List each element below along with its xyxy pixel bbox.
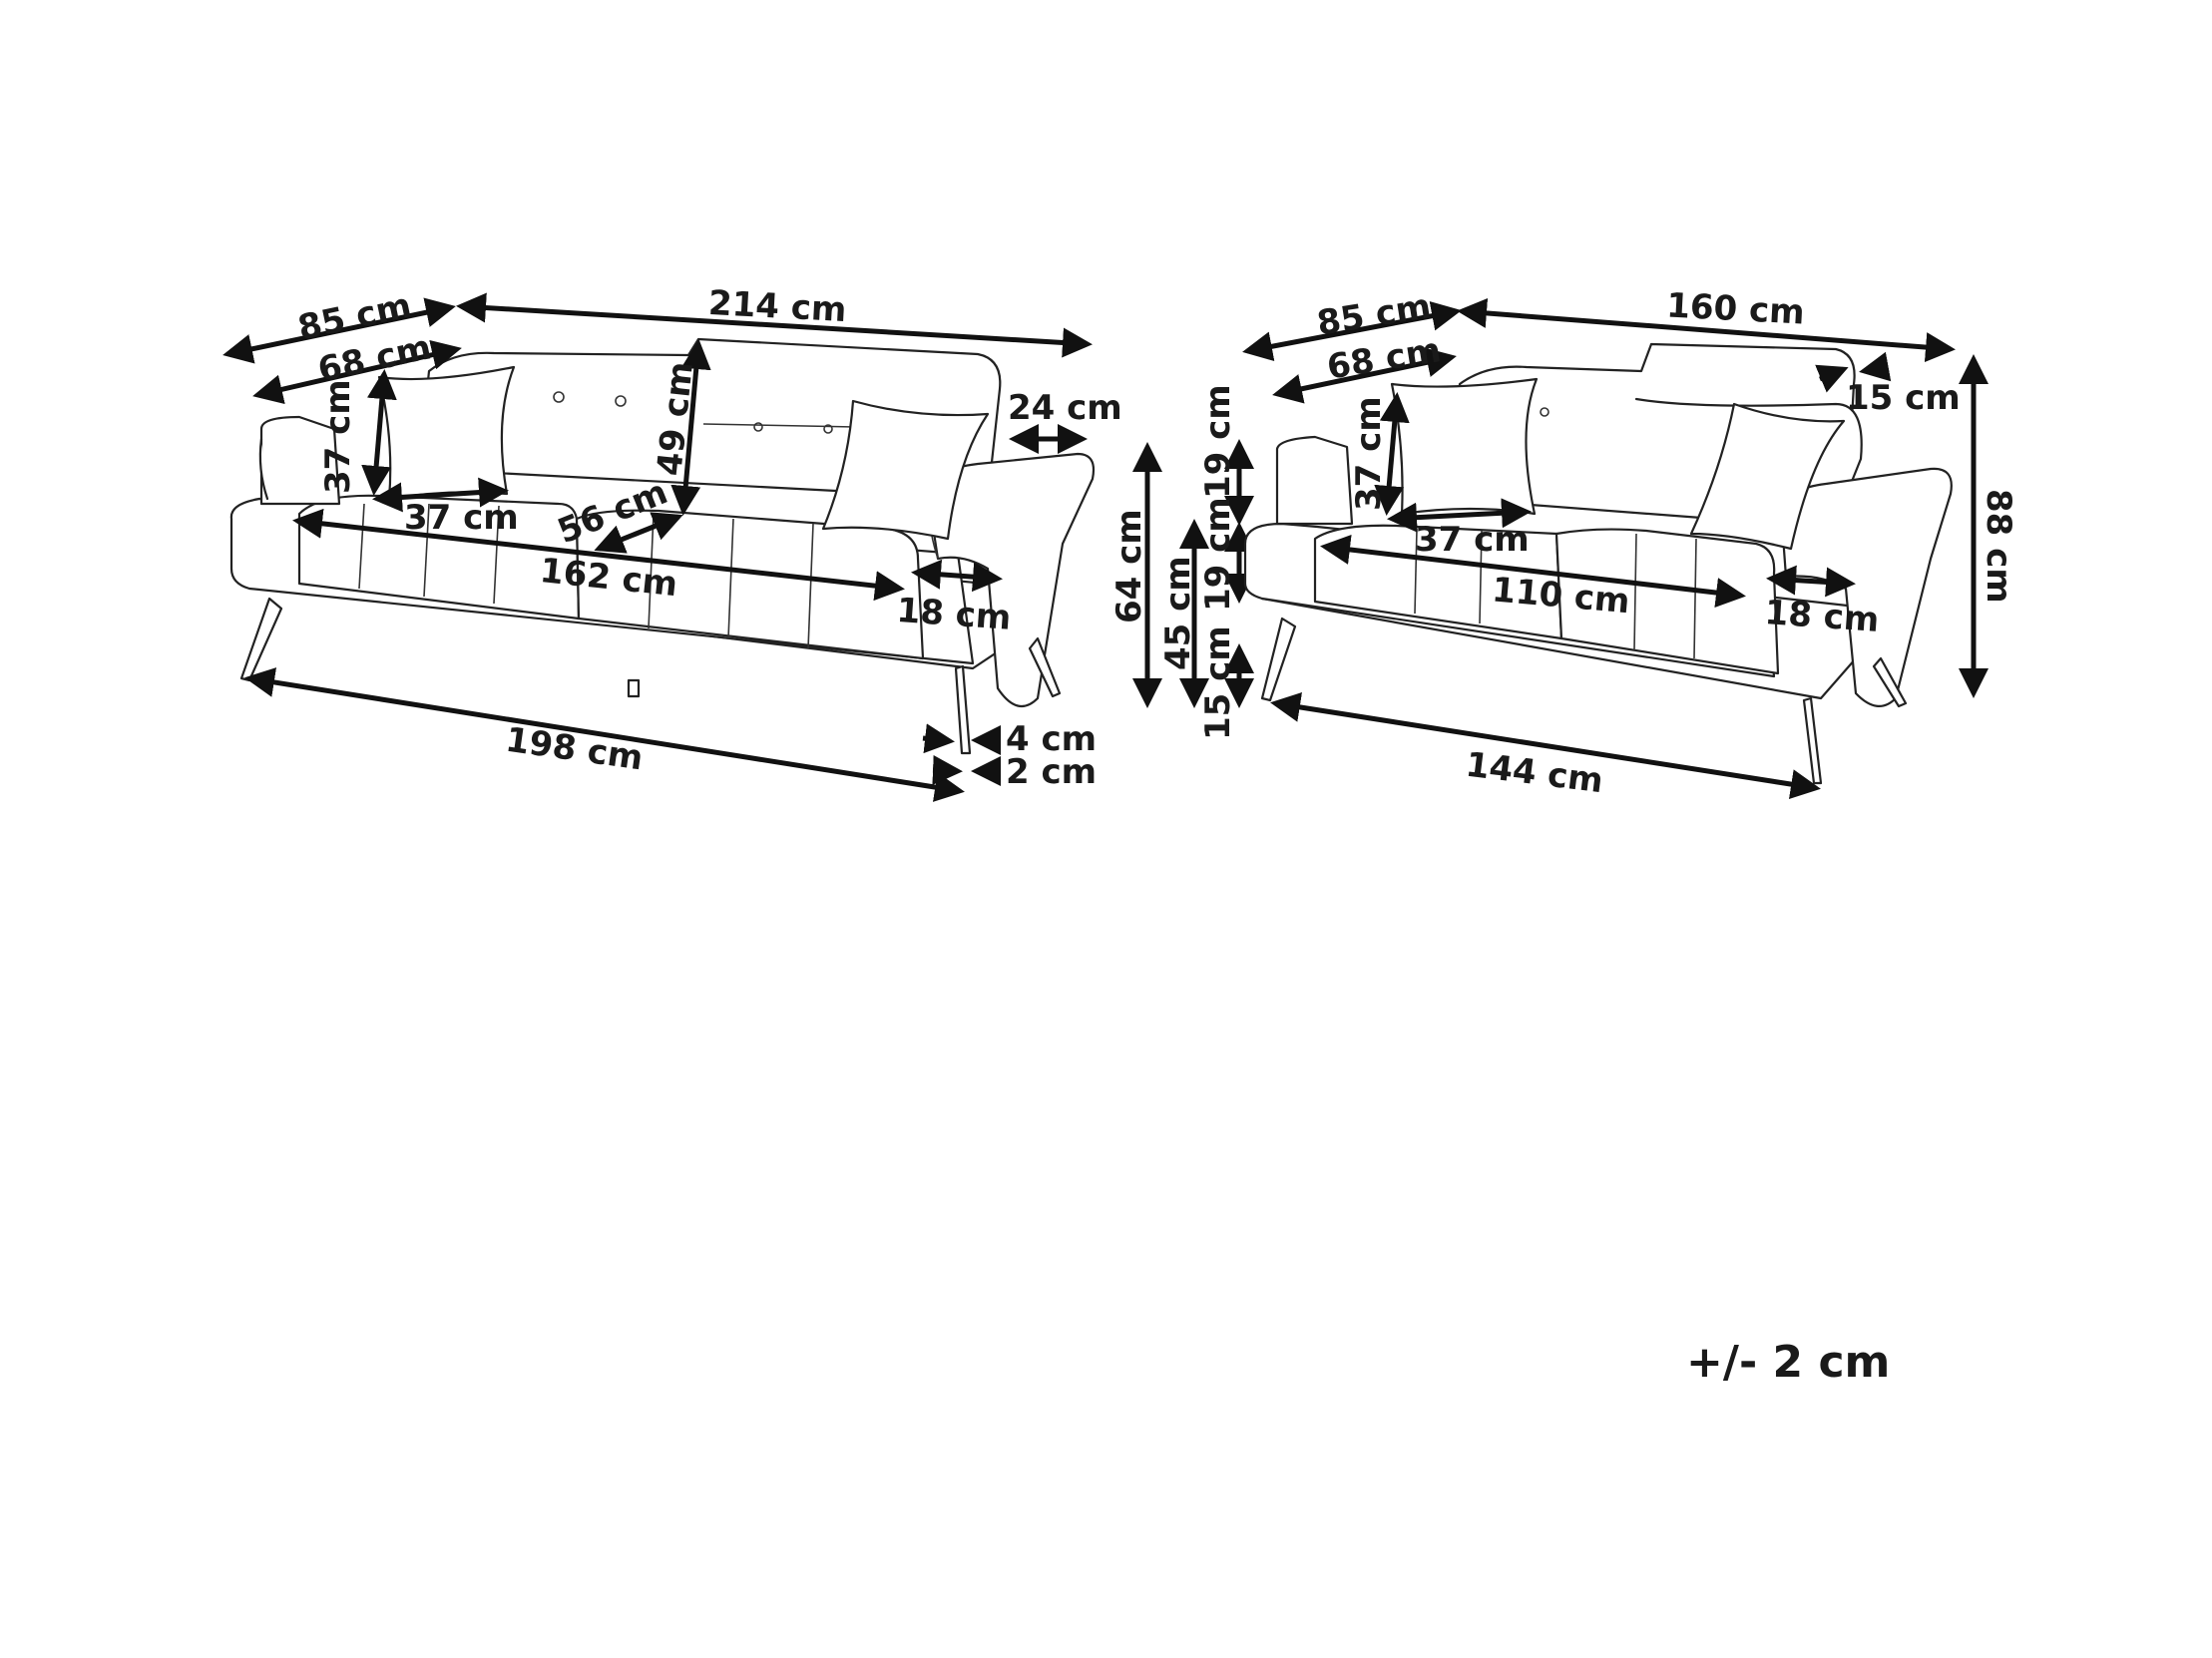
three-seater-dimension-lines [222, 292, 1093, 802]
dim-24: 24 cm [1008, 388, 1122, 428]
tolerance-note: +/- 2 cm [1686, 1337, 1890, 1388]
dim-37-cushion-h: 37 cm [318, 379, 358, 494]
dim-18-right: 18 cm [1763, 593, 1880, 640]
dim-15-leg: 15 cm [1198, 625, 1238, 740]
dim-19-upper: 19 cm [1198, 384, 1238, 499]
dim-4: 4 cm [1006, 719, 1097, 759]
two-seater-dimension-lines [1242, 297, 1989, 799]
dim-37-cushion-h-right: 37 cm [1349, 396, 1389, 511]
dim-64: 64 cm [1109, 509, 1149, 623]
vertical-dimension-lines [1132, 439, 1254, 708]
dim-2: 2 cm [1006, 752, 1097, 792]
vertical-dimension-labels: 64 cm 45 cm 19 cm 19 cm 15 cm [1109, 384, 1238, 740]
dim-18-left: 18 cm [895, 591, 1012, 638]
dim-15-headrest: 15 cm [1846, 378, 1961, 418]
dim-37-cushion-w-right: 37 cm [1415, 520, 1530, 560]
dim-19-mid: 19 cm [1198, 497, 1238, 612]
dim-214: 214 cm [707, 283, 847, 330]
dim-198: 198 cm [503, 720, 646, 779]
dim-37-cushion-w: 37 cm [404, 498, 519, 538]
dim-88: 88 cm [1979, 489, 2018, 604]
dim-45: 45 cm [1158, 556, 1198, 670]
dim-160: 160 cm [1665, 285, 1805, 332]
